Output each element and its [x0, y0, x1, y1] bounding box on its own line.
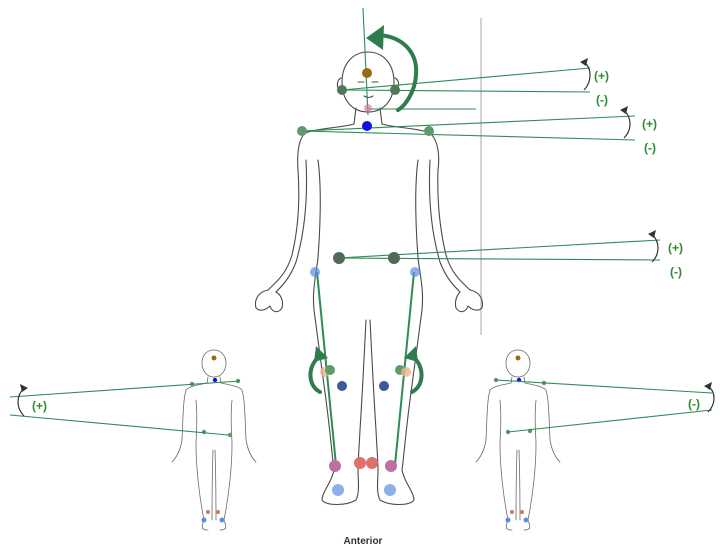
head-tilt-lower-line: [342, 90, 590, 92]
left-ear-marker: [337, 85, 347, 95]
left-knee-marker: [325, 365, 335, 375]
right-hip-marker: [388, 252, 400, 264]
head-plus-label: (+): [594, 69, 609, 83]
right-small-lfoot-marker: [506, 518, 511, 523]
left-ankle-marker: [354, 457, 366, 469]
right-small-rankle-marker: [520, 510, 524, 514]
left-small-rfoot-marker: [220, 518, 225, 523]
shoulder-tilt-arrow-icon: [620, 106, 630, 138]
chin-marker: [364, 104, 372, 112]
left-ankle-outer-marker: [329, 460, 341, 472]
shoulder-minus-label: (-): [644, 141, 656, 155]
left-small-head-marker: [212, 356, 217, 361]
head-top-marker: [362, 68, 372, 78]
left-hip-marker: [333, 252, 345, 264]
head-tilt-upper-line: [342, 68, 590, 90]
pelvis-plus-label: (+): [668, 241, 683, 255]
right-small-tilt-arrow-icon: [704, 382, 714, 412]
head-vertical-line: [363, 8, 368, 115]
left-patella-marker: [337, 381, 347, 391]
left-small-plus-label: (+): [32, 399, 47, 413]
right-small-head-marker: [516, 356, 521, 361]
main-body-figure: [256, 52, 483, 505]
right-small-hip-line: [508, 410, 712, 432]
right-ankle-marker: [366, 457, 378, 469]
view-caption: Anterior: [344, 536, 383, 547]
left-small-lfoot-marker: [202, 518, 207, 523]
left-small-lhip-marker: [202, 430, 206, 434]
head-tilt-arrow-icon: [580, 58, 590, 90]
right-small-figure: [476, 350, 560, 530]
left-foot-marker: [332, 484, 344, 496]
right-small-minus-label: (-): [688, 397, 700, 411]
right-ear-marker: [390, 85, 400, 95]
left-small-hip-line: [10, 415, 228, 435]
left-small-shoulder-line: [10, 381, 240, 397]
shoulder-tilt-lower-line: [302, 131, 635, 140]
right-ankle-outer-marker: [385, 460, 397, 472]
right-small-lankle-marker: [510, 510, 514, 514]
right-patella-marker: [379, 381, 389, 391]
left-small-lankle-marker: [206, 510, 210, 514]
right-small-rfoot-marker: [524, 518, 529, 523]
sternum-marker: [362, 121, 372, 131]
pelvis-tilt-upper-line: [338, 240, 660, 258]
right-small-shoulder-line: [496, 380, 712, 393]
shoulder-tilt-upper-line: [302, 116, 635, 131]
right-foot-marker: [384, 484, 396, 496]
right-shoulder-marker: [424, 126, 434, 136]
head-minus-label: (-): [596, 93, 608, 107]
pelvis-tilt-arrow-icon: [648, 230, 658, 262]
pelvis-tilt-lower-line: [338, 258, 660, 260]
left-small-figure: [172, 350, 256, 530]
left-small-rhip-marker: [228, 433, 232, 437]
left-small-rankle-marker: [216, 510, 220, 514]
shoulder-plus-label: (+): [642, 117, 657, 131]
left-shoulder-marker: [297, 126, 307, 136]
left-small-sternum-marker: [213, 378, 217, 382]
left-wrist-marker: [310, 267, 320, 277]
right-wrist-marker: [410, 267, 420, 277]
right-knee-outer-marker: [401, 367, 411, 377]
left-small-tilt-arrow-icon: [18, 384, 28, 416]
pelvis-minus-label: (-): [670, 265, 682, 279]
